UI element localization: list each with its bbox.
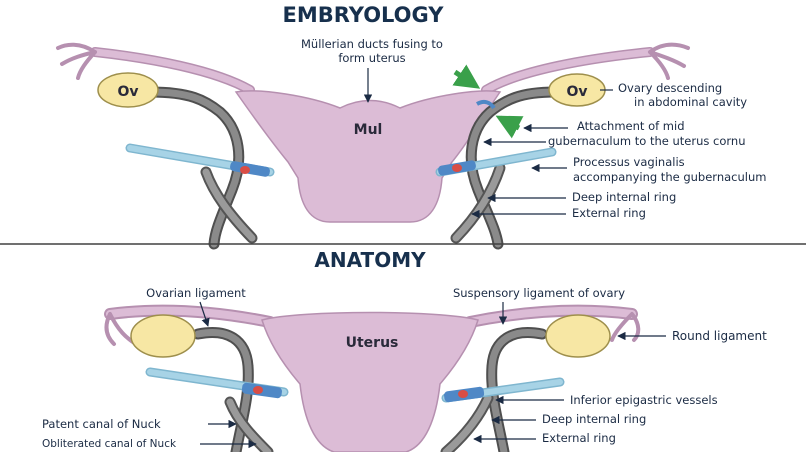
- anatomy-right-ovary: [546, 315, 610, 357]
- suspensory-label: Suspensory ligament of ovary: [453, 286, 625, 300]
- processus-line1: Processus vaginalis: [573, 155, 685, 169]
- mullerian-label-line2: form uterus: [338, 51, 405, 65]
- anatomy-left-ovary: [131, 315, 195, 357]
- anatomy-left-vessels: [150, 372, 284, 399]
- processus-line2: accompanying the gubernaculum: [573, 170, 766, 184]
- ovary-desc-line1: Ovary descending: [618, 81, 722, 95]
- attachment-line2: gubernaculum to the uterus cornu: [548, 134, 746, 148]
- anatomy-external-ring-label: External ring: [542, 431, 616, 445]
- anatomy-heading: ANATOMY: [314, 248, 426, 272]
- embryo-uterus-label: Mul: [354, 122, 383, 138]
- ovarian-ligament-label: Ovarian ligament: [146, 286, 246, 300]
- inferior-epigastric-label: Inferior epigastric vessels: [570, 393, 718, 407]
- anatomy-uterus: [262, 313, 478, 452]
- green-arrow-bottom-icon: [500, 118, 519, 128]
- obliterated-canal-label: Obliterated canal of Nuck: [42, 438, 177, 450]
- green-arrow-top-icon: [455, 72, 476, 86]
- embryo-uterus: [236, 91, 500, 222]
- embryo-external-ring-label: External ring: [572, 206, 646, 220]
- embryo-right-ovary-label: Ov: [566, 84, 587, 100]
- mullerian-label-line1: Müllerian ducts fusing to: [301, 37, 443, 51]
- left-vessels: [130, 148, 271, 177]
- patent-canal-label: Patent canal of Nuck: [42, 417, 161, 431]
- attachment-line1: Attachment of mid: [577, 119, 685, 133]
- anatomy-deep-ring-label: Deep internal ring: [542, 412, 646, 426]
- ovary-desc-line2: in abdominal cavity: [634, 95, 747, 109]
- anatomy-uterus-label: Uterus: [346, 335, 399, 351]
- embryology-heading: EMBRYOLOGY: [282, 3, 444, 27]
- round-ligament-label: Round ligament: [672, 329, 767, 343]
- embryo-deep-ring-label: Deep internal ring: [572, 190, 676, 204]
- embryo-left-ovary-label: Ov: [117, 84, 138, 100]
